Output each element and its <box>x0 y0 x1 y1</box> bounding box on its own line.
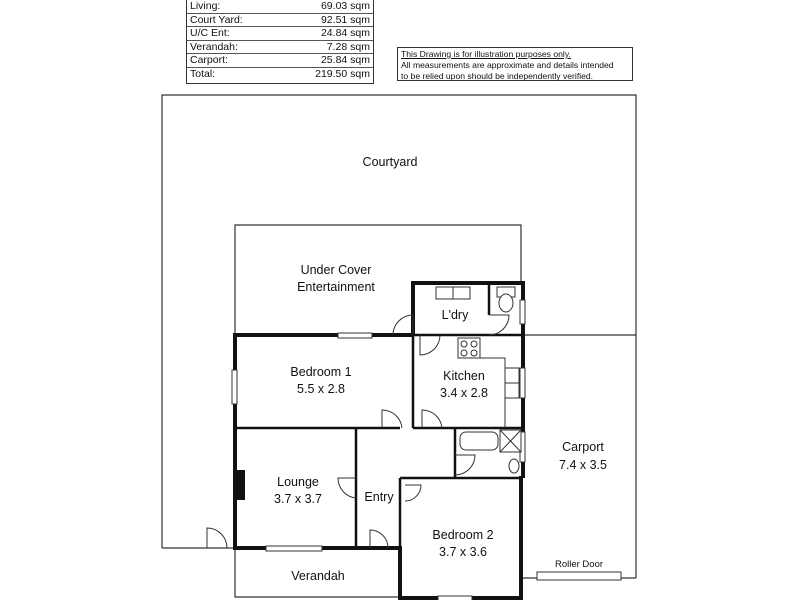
area-label: U/C Ent: <box>190 27 230 40</box>
room-label-carport: Carport <box>562 440 604 454</box>
area-row-uc-ent: U/C Ent: 24.84 sqm <box>187 27 373 41</box>
room-size-carport: 7.4 x 3.5 <box>559 458 607 472</box>
room-label-verandah: Verandah <box>291 569 345 583</box>
fireplace <box>235 470 245 500</box>
disclaimer-line: to be relied upon should be independentl… <box>401 71 594 81</box>
room-size-bedroom2: 3.7 x 3.6 <box>439 545 487 559</box>
area-row-living: Living: 69.03 sqm <box>187 0 373 14</box>
room-label-laundry: L'dry <box>442 308 469 322</box>
disclaimer-line: All measurements are approximate and det… <box>401 60 614 70</box>
window <box>437 595 473 600</box>
room-label-kitchen: Kitchen <box>443 369 485 383</box>
internal-walls <box>235 283 523 548</box>
uc-ent-boundary <box>234 224 522 335</box>
door <box>488 314 510 336</box>
windows <box>231 299 526 600</box>
door <box>454 454 476 476</box>
area-value: 69.03 sqm <box>320 0 370 12</box>
area-value: 92.51 sqm <box>320 13 370 26</box>
area-value: 25.84 sqm <box>320 54 370 67</box>
area-label: Living: <box>190 0 221 12</box>
basin-icon <box>508 458 520 474</box>
room-label-bedroom2: Bedroom 2 <box>432 528 493 542</box>
label-roller-door: Roller Door <box>555 559 603 570</box>
area-value: 7.28 sqm <box>326 40 370 53</box>
area-row-carport: Carport: 25.84 sqm <box>187 54 373 68</box>
door <box>404 484 422 502</box>
disclaimer-box: This Drawing is for illustration purpose… <box>397 47 633 81</box>
door <box>369 529 389 549</box>
area-label: Court Yard: <box>190 13 243 26</box>
window <box>519 299 526 325</box>
area-label: Carport: <box>190 54 228 67</box>
roller-door <box>536 571 622 581</box>
area-value: 219.50 sqm <box>315 67 370 80</box>
room-size-kitchen: 3.4 x 2.8 <box>440 386 488 400</box>
door <box>419 334 441 356</box>
room-label-entry: Entry <box>364 490 394 504</box>
room-size-bedroom1: 5.5 x 2.8 <box>297 382 345 396</box>
area-row-verandah: Verandah: 7.28 sqm <box>187 41 373 55</box>
room-label-bedroom1: Bedroom 1 <box>290 365 351 379</box>
window <box>337 332 373 339</box>
area-row-courtyard: Court Yard: 92.51 sqm <box>187 14 373 28</box>
courtyard-boundary <box>161 94 637 578</box>
room-label-courtyard: Courtyard <box>363 155 418 169</box>
door-swings <box>206 314 510 549</box>
area-row-total: Total: 219.50 sqm <box>187 68 373 82</box>
area-label: Total: <box>190 67 216 80</box>
door <box>337 477 357 499</box>
door <box>392 314 414 336</box>
room-size-lounge: 3.7 x 3.7 <box>274 492 322 506</box>
bath-icon <box>459 431 499 451</box>
window <box>265 545 323 552</box>
door <box>206 527 228 549</box>
door <box>381 409 403 429</box>
room-label-lounge: Lounge <box>277 475 319 489</box>
disclaimer-line: This Drawing is for illustration purpose… <box>401 49 571 59</box>
fixtures <box>435 286 522 474</box>
room-label-uc-ent: Under Cover <box>301 263 372 277</box>
area-schedule-table: Living: 69.03 sqm Court Yard: 92.51 sqm … <box>186 0 374 84</box>
area-label: Verandah: <box>190 40 238 53</box>
window <box>231 369 238 405</box>
verandah-boundary <box>234 550 400 598</box>
room-label-uc-ent: Entertainment <box>297 280 375 294</box>
door <box>421 409 443 429</box>
area-value: 24.84 sqm <box>320 27 370 40</box>
toilet-icon <box>498 293 514 313</box>
window <box>519 367 526 399</box>
